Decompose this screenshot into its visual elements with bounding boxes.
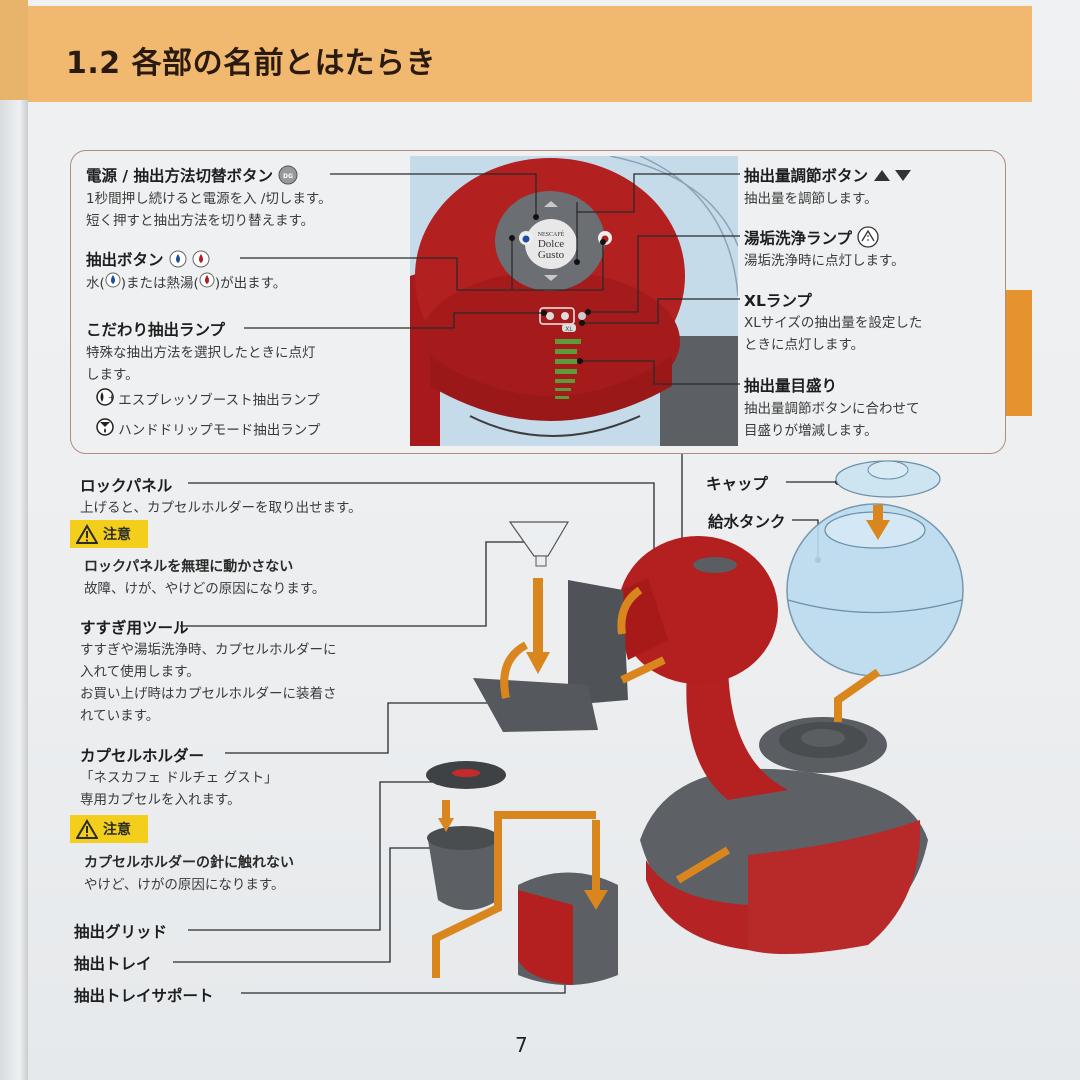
descale-lamp-desc: 湯垢洗浄時に点灯します。 xyxy=(744,253,905,269)
volume-scale-desc-1: 抽出量調節ボタンに合わせて xyxy=(744,401,920,417)
hand-drip-icon xyxy=(96,418,114,443)
special-lamp-desc-2: します。 xyxy=(86,367,139,383)
descale-lamp-title: 湯垢洗浄ランプ xyxy=(744,229,853,248)
descale-lamp-label: 湯垢洗浄ランプ xyxy=(744,226,880,252)
volume-scale-label: 抽出量目盛り xyxy=(744,377,838,395)
brew-desc-prefix: 水( xyxy=(86,275,105,292)
brew-button-title: 抽出ボタン xyxy=(86,251,164,269)
capsule-holder-label: カプセルホルダー xyxy=(80,747,205,765)
up-down-triangles-icon xyxy=(873,168,913,186)
volume-button-desc: 抽出量を調節します。 xyxy=(744,191,878,207)
warning-triangle-icon xyxy=(76,524,98,544)
capsule-holder-caution-title: カプセルホルダーの針に触れない xyxy=(84,855,294,871)
hot-water-drop-icon xyxy=(192,250,210,272)
facing-page-header-band xyxy=(0,0,28,100)
brew-desc-mid: )または熱湯( xyxy=(120,275,199,292)
svg-text:+: + xyxy=(108,393,114,402)
control-panel-illustration: NESCAFÉ Dolce Gusto XL xyxy=(410,156,738,446)
espresso-boost-lamp-item: + エスプレッソブースト抽出ランプ xyxy=(96,388,320,413)
page-number: 7 xyxy=(515,1033,528,1057)
drip-grid-label: 抽出グリッド xyxy=(74,923,168,941)
svg-text:XL: XL xyxy=(565,326,573,333)
xl-lamp-label: XLランプ xyxy=(744,292,812,310)
cold-water-drop-icon xyxy=(169,250,187,272)
volume-adjust-button-label: 抽出量調節ボタン xyxy=(744,164,913,186)
caution-badge: 注意 xyxy=(70,815,148,843)
power-mode-button-label: 電源 / 抽出方法切替ボタン DG xyxy=(86,164,298,189)
lock-panel-caution-title: ロックパネルを無理に動かさない xyxy=(84,559,294,575)
special-brew-lamp-label: こだわり抽出ランプ xyxy=(86,321,226,339)
warning-triangle-icon xyxy=(76,819,98,839)
svg-text:Dolce: Dolce xyxy=(538,238,564,250)
svg-text:Gusto: Gusto xyxy=(538,249,565,261)
volume-button-title: 抽出量調節ボタン xyxy=(744,167,869,185)
capsule-holder-desc-2: 専用カプセルを入れます。 xyxy=(80,792,241,808)
caution-badge: 注意 xyxy=(70,520,148,548)
capsule-holder-caution-desc: やけど、けがの原因になります。 xyxy=(84,877,285,893)
espresso-boost-icon: + xyxy=(96,388,115,413)
page-title: 1.2 各部の名前とはたらき xyxy=(66,46,436,81)
brew-button-label: 抽出ボタン xyxy=(86,248,210,272)
volume-scale-desc-2: 目盛りが増減します。 xyxy=(744,423,878,439)
water-tank-label: 給水タンク xyxy=(708,513,786,531)
drip-tray-label: 抽出トレイ xyxy=(74,955,152,973)
descale-icon xyxy=(857,226,880,252)
power-button-title: 電源 / 抽出方法切替ボタン xyxy=(86,167,273,185)
brew-desc-suffix: )が出ます。 xyxy=(214,275,287,292)
xl-lamp-desc-1: XLサイズの抽出量を設定した xyxy=(744,315,923,331)
drip-tray-support-label: 抽出トレイサポート xyxy=(74,987,214,1005)
brew-button-desc: 水( )または熱湯( )が出ます。 xyxy=(86,272,286,295)
rinse-tool-desc-1: すすぎや湯垢洗浄時、カプセルホルダーに xyxy=(80,642,337,658)
control-panel-drawing: NESCAFÉ Dolce Gusto XL xyxy=(410,156,738,446)
lock-panel-desc: 上げると、カプセルホルダーを取り出せます。 xyxy=(80,500,362,516)
espresso-boost-label: エスプレッソブースト抽出ランプ xyxy=(118,392,320,409)
lock-panel-label: ロックパネル xyxy=(80,477,173,495)
manual-page: 1.2 各部の名前とはたらき NESCAFÉ Dolce Gusto xyxy=(28,0,1080,1080)
dolce-gusto-logo-icon: DG xyxy=(278,165,298,189)
hand-drip-lamp-item: ハンドドリップモード抽出ランプ xyxy=(96,418,320,443)
special-lamp-desc-1: 特殊な抽出方法を選択したときに点灯 xyxy=(86,345,316,361)
cap-label: キャップ xyxy=(706,475,769,493)
rinse-tool-label: すすぎ用ツール xyxy=(80,619,189,637)
cold-water-drop-icon xyxy=(105,272,121,295)
lock-panel-caution-desc: 故障、けが、やけどの原因になります。 xyxy=(84,581,326,597)
facing-page-edge xyxy=(0,0,28,1080)
rinse-tool-desc-4: れています。 xyxy=(80,708,160,724)
power-button-desc-1: 1秒間押し続けると電源を入 /切します。 xyxy=(86,191,332,207)
caution-label: 注意 xyxy=(103,527,131,543)
xl-lamp-desc-2: ときに点灯します。 xyxy=(744,337,865,353)
capsule-holder-desc-1: 「ネスカフェ ドルチェ グスト」 xyxy=(80,770,278,786)
svg-text:DG: DG xyxy=(283,173,293,180)
hot-water-drop-icon xyxy=(199,272,215,295)
power-button-desc-2: 短く押すと抽出方法を切り替えます。 xyxy=(86,213,315,229)
hand-drip-label: ハンドドリップモード抽出ランプ xyxy=(118,422,321,439)
rinse-tool-desc-2: 入れて使用します。 xyxy=(80,664,200,680)
machine-exploded-illustration xyxy=(426,460,964,985)
section-header-band xyxy=(28,6,1032,102)
svg-text:NESCAFÉ: NESCAFÉ xyxy=(538,230,565,238)
rinse-tool-desc-3: お買い上げ時はカプセルホルダーに装着さ xyxy=(80,686,337,702)
caution-label: 注意 xyxy=(103,822,131,838)
